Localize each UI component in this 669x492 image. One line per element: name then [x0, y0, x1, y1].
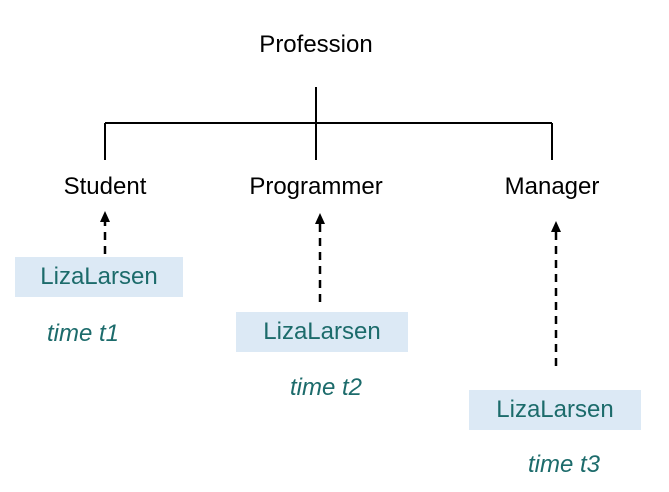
category-student: Student: [63, 173, 147, 200]
instance-box-3: LizaLarsen: [469, 390, 641, 430]
instance-box-2: LizaLarsen: [236, 312, 408, 352]
instance-arrow-1: [100, 211, 110, 254]
instance-arrow-2: [315, 213, 325, 302]
time-label-1: time t1: [46, 320, 120, 347]
time-label-3: time t3: [527, 451, 601, 478]
instance-arrow-3: [551, 221, 561, 366]
category-manager: Manager: [504, 173, 600, 200]
time-label-2: time t2: [289, 374, 363, 401]
root-label: Profession: [259, 31, 373, 58]
instance-box-1: LizaLarsen: [15, 257, 183, 297]
category-programmer: Programmer: [249, 173, 383, 200]
